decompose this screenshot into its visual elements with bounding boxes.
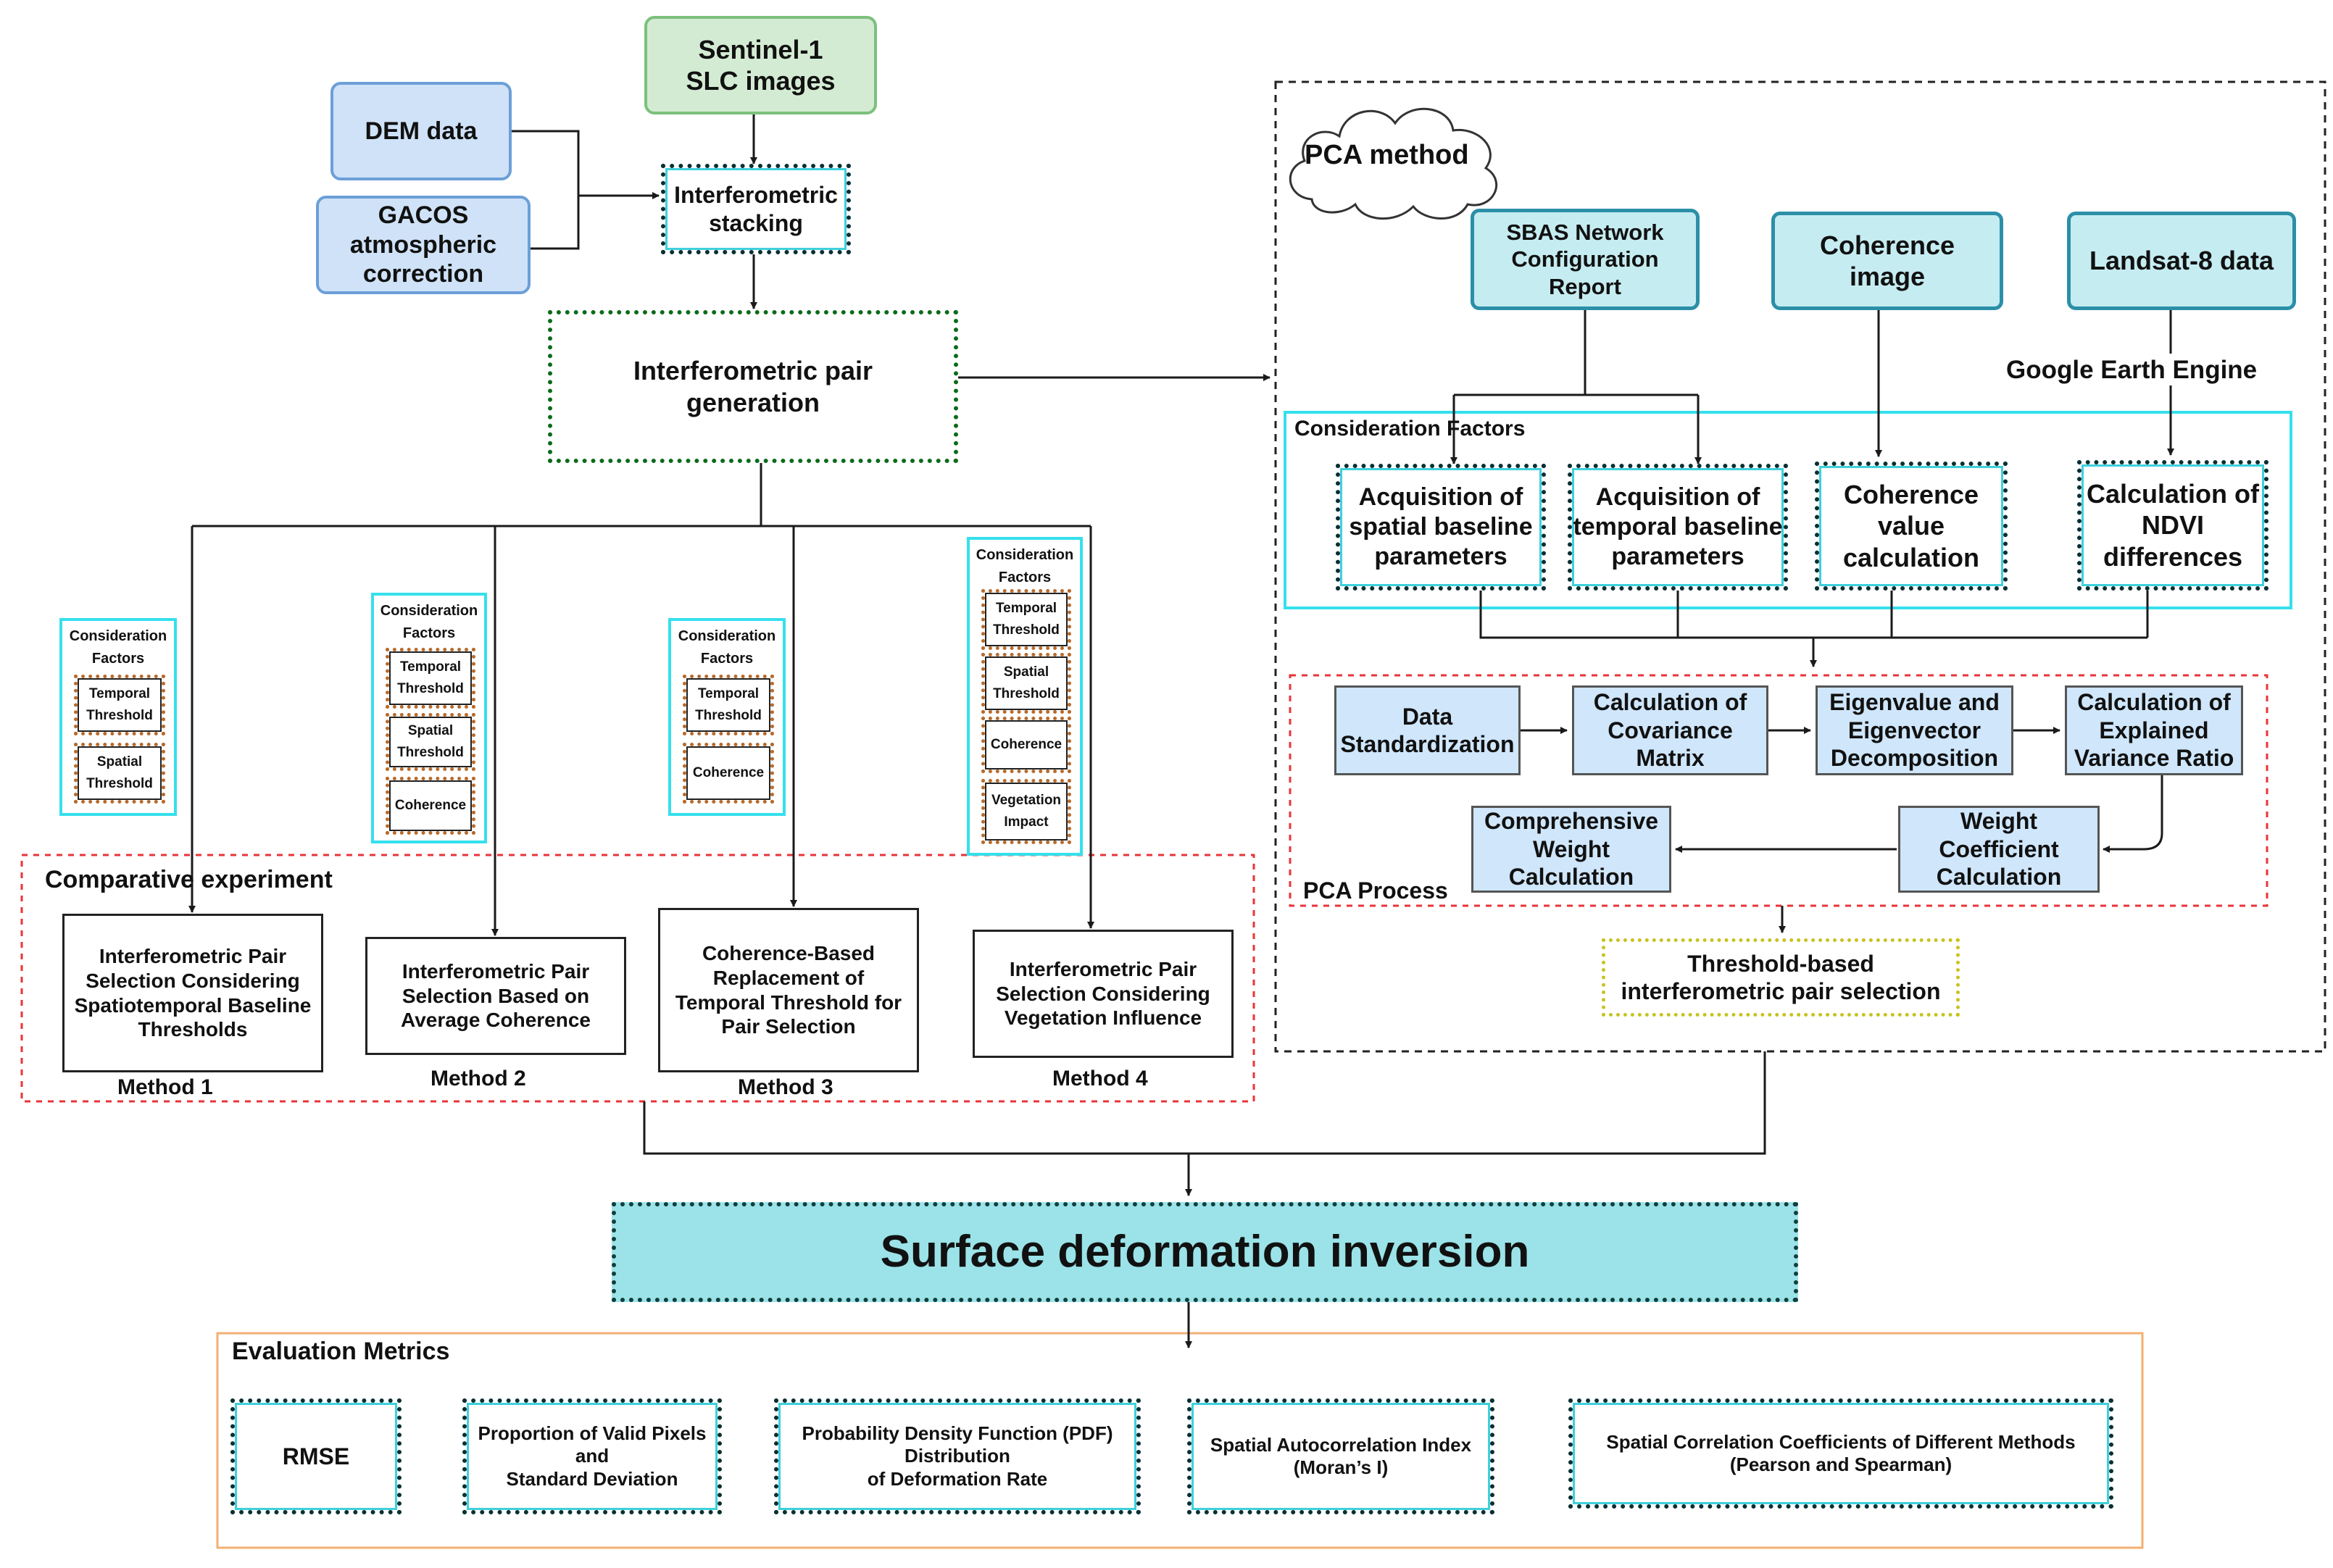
spatial-baseline-factor: Acquisition of spatial baseline paramete… [1336,464,1546,591]
google-earth-engine-label: Google Earth Engine [2006,356,2258,384]
metric-rmse: RMSE [230,1398,402,1514]
data-standardization-step: Data Standardization [1334,685,1521,775]
method-4-factor-spatial: Spatial Threshold [981,653,1071,714]
ndvi-difference-factor: Calculation of NDVI differences [2077,460,2268,591]
temporal-baseline-factor: Acquisition of temporal baseline paramet… [1568,464,1788,591]
method-1-factor-temporal: Temporal Threshold [74,675,165,735]
dem-data-input: DEM data [330,82,512,180]
method-4-consideration-panel: Consideration Factors Temporal Threshold… [967,537,1083,856]
method-4-box: Interferometric Pair Selection Consideri… [973,930,1234,1058]
method-2-label: Method 2 [431,1067,526,1090]
gacos-input: GACOS atmospheric correction [316,196,531,294]
interferometric-stacking-box: Interferometric stacking [661,164,851,254]
surface-deformation-inversion-box: Surface deformation inversion [612,1202,1798,1302]
method-2-consideration-panel: Consideration Factors Temporal Threshold… [371,593,487,843]
comparative-experiment-title: Comparative experiment [45,866,333,893]
sbas-network-report-source: SBAS Network Configuration Report [1471,209,1700,310]
comprehensive-weight-step: Comprehensive Weight Calculation [1471,806,1671,893]
method-4-consideration-title: Consideration Factors [976,547,1074,585]
method-3-consideration-title: Consideration Factors [678,628,776,667]
method-2-box: Interferometric Pair Selection Based on … [365,937,626,1055]
pca-consideration-title: Consideration Factors [1294,417,1526,441]
weight-coefficient-step: Weight Coefficient Calculation [1898,806,2100,893]
pca-consideration-region [1284,411,2292,609]
sentinel-1-input: Sentinel-1 SLC images [644,16,877,114]
comparative-region [20,854,1255,1103]
metric-valid-pixels: Proportion of Valid Pixels and Standard … [462,1398,722,1514]
covariance-matrix-step: Calculation of Covariance Matrix [1572,685,1768,775]
method-1-consideration-panel: Consideration Factors Temporal Threshold… [59,618,177,816]
method-1-factor-spatial: Spatial Threshold [74,743,165,804]
threshold-pair-selection-box: Threshold-based interferometric pair sel… [1602,938,1960,1017]
method-2-factor-coherence: Coherence [386,777,475,835]
pca-process-region [1289,674,2268,907]
evaluation-region [216,1332,2144,1549]
evaluation-metrics-title: Evaluation Metrics [232,1338,450,1365]
method-3-factor-temporal: Temporal Threshold [683,675,774,735]
interferometric-pair-generation-box: Interferometric pair generation [548,310,958,463]
method-1-consideration-title: Consideration Factors [69,628,167,667]
cloud-shape [1289,107,1498,220]
explained-variance-step: Calculation of Explained Variance Ratio [2065,685,2243,775]
method-2-consideration-title: Consideration Factors [380,603,478,641]
pca-process-title: PCA Process [1303,877,1448,904]
method-3-box: Coherence-Based Replacement of Temporal … [658,908,919,1072]
method-3-consideration-panel: Consideration Factors Temporal Threshold… [668,618,786,816]
method-2-factor-temporal: Temporal Threshold [386,648,475,709]
method-3-factor-coherence: Coherence [683,743,774,804]
method-1-box: Interferometric Pair Selection Consideri… [62,914,323,1072]
pca-method-title: PCA method [1305,140,1469,170]
pca-method-region [1274,80,2326,1053]
method-4-factor-coherence: Coherence [981,717,1071,773]
coherence-image-source: Coherence image [1771,212,2003,310]
method-3-label: Method 3 [738,1075,833,1099]
metric-pdf-distribution: Probability Density Function (PDF) Distr… [774,1398,1141,1514]
eigen-decomposition-step: Eigenvalue and Eigenvector Decomposition [1816,685,2013,775]
metric-correlation-coefficients: Spatial Correlation Coefficients of Diff… [1568,1398,2113,1509]
method-1-label: Method 1 [117,1075,213,1099]
method-4-label: Method 4 [1052,1067,1148,1090]
metric-morans-i: Spatial Autocorrelation Index (Moran’s I… [1187,1398,1494,1514]
method-4-factor-vegetation: Vegetation Impact [981,779,1071,844]
method-2-factor-spatial: Spatial Threshold [386,713,475,771]
method-4-factor-temporal: Temporal Threshold [981,589,1071,650]
coherence-value-factor: Coherence value calculation [1815,462,2008,591]
landsat-8-source: Landsat-8 data [2067,212,2296,310]
